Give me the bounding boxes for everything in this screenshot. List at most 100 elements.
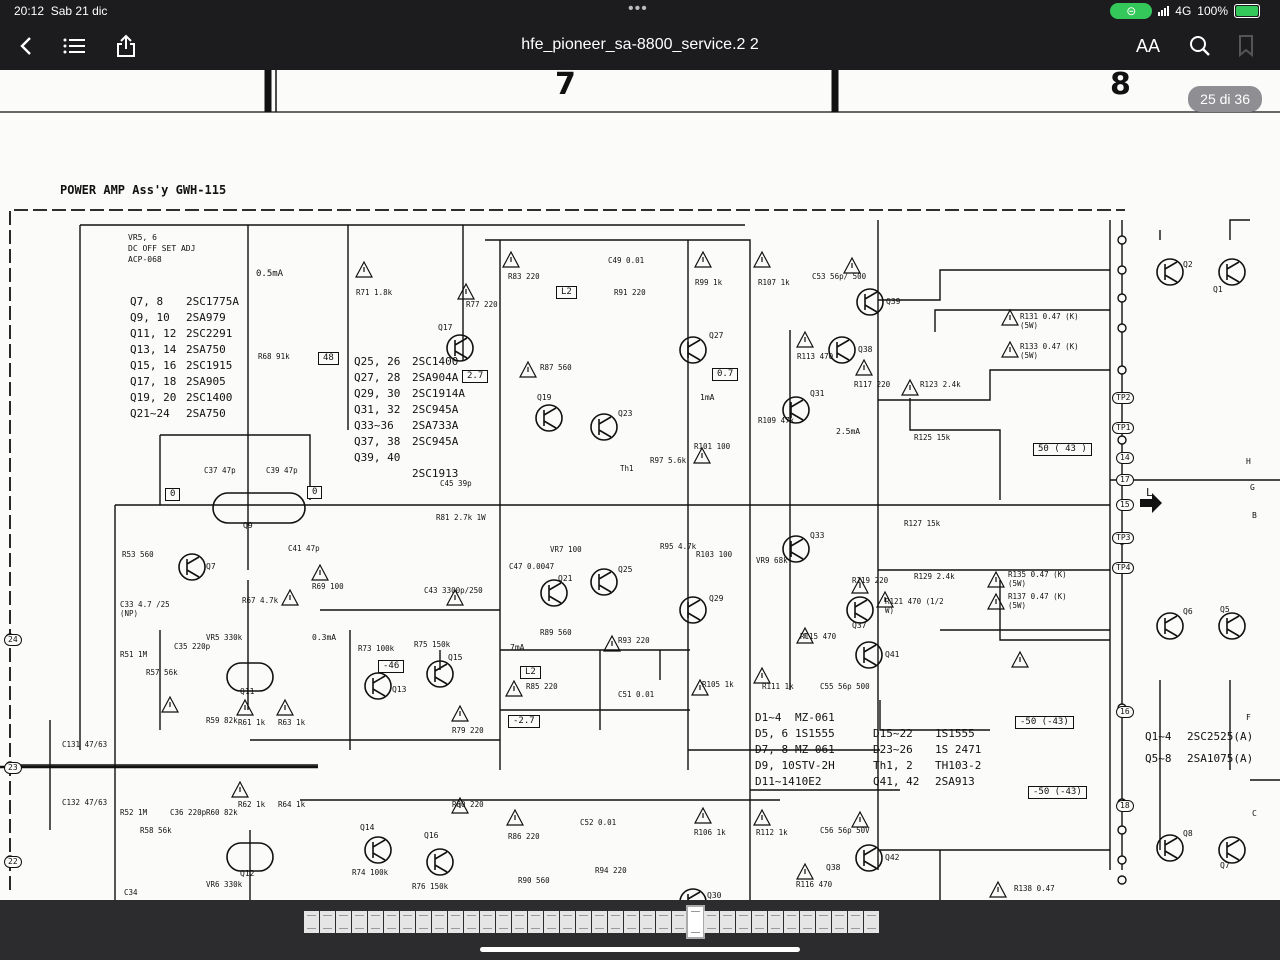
transistor-symbol <box>364 672 392 700</box>
connector-node <box>1117 265 1127 275</box>
bookmark-icon[interactable] <box>1230 30 1262 62</box>
resistor-label: R52 1M <box>120 808 148 817</box>
warning-triangle-icon <box>1001 340 1019 358</box>
warning-triangle-icon <box>161 695 179 713</box>
transistor-symbol <box>1156 834 1184 862</box>
thumbnail[interactable] <box>480 911 495 933</box>
thumbnail[interactable] <box>768 911 783 933</box>
resistor-label: R119 220 <box>852 576 889 585</box>
thumbnail[interactable] <box>352 911 367 933</box>
resistor-label: R95 4.7k <box>660 542 697 551</box>
thumbnail[interactable] <box>704 911 719 933</box>
resistor-label: R63 1k <box>278 718 306 727</box>
list-icon[interactable] <box>58 30 90 62</box>
thumbnail[interactable] <box>752 911 767 933</box>
back-icon[interactable] <box>10 30 42 62</box>
warning-triangle-icon <box>753 250 771 268</box>
thumbnail[interactable] <box>592 911 607 933</box>
thumbnail[interactable] <box>400 911 415 933</box>
transistor-label: Q14 <box>360 823 375 832</box>
thumbnail[interactable] <box>816 911 831 933</box>
thumbnail[interactable] <box>720 911 735 933</box>
thumbnail-current[interactable] <box>686 905 705 939</box>
home-indicator[interactable] <box>480 947 800 952</box>
warning-triangle-icon <box>796 862 814 880</box>
thumbnail[interactable] <box>336 911 351 933</box>
thumbnail[interactable] <box>864 911 879 933</box>
transistor-symbol <box>426 848 454 876</box>
thumbnail[interactable] <box>416 911 431 933</box>
terminal-label: F <box>1246 713 1251 722</box>
thumbnail[interactable] <box>368 911 383 933</box>
tlist-right-row: Q39, 40 <box>354 451 401 464</box>
thumbnail[interactable] <box>848 911 863 933</box>
boxed-voltage: L2 <box>556 286 577 299</box>
thumbnail[interactable] <box>800 911 815 933</box>
transistor-label: Q38 <box>826 863 841 872</box>
resistor-label: R137 0.47 (K) (5W) <box>1008 592 1067 610</box>
thumbnail[interactable] <box>656 911 671 933</box>
thumbnail[interactable] <box>320 911 335 933</box>
thumbnail[interactable] <box>464 911 479 933</box>
transistor-label: Q19 <box>537 393 552 402</box>
warning-triangle-icon <box>987 592 1005 610</box>
transistor-label: Q41 <box>885 650 900 659</box>
thumbnail[interactable] <box>528 911 543 933</box>
resistor-label: R69 100 <box>312 582 344 591</box>
thumbnail[interactable] <box>736 911 751 933</box>
page-indicator: 25 di 36 <box>1188 86 1262 112</box>
multitasking-dots-icon[interactable]: ••• <box>628 0 648 17</box>
thumbnail[interactable] <box>640 911 655 933</box>
thumbnail[interactable] <box>832 911 847 933</box>
thumbnail[interactable] <box>496 911 511 933</box>
connector-label: 18 <box>1116 800 1134 812</box>
connector-node <box>1117 855 1127 865</box>
thumbnail[interactable] <box>576 911 591 933</box>
thumbnail[interactable] <box>784 911 799 933</box>
thumbnail[interactable] <box>608 911 623 933</box>
thumbnail[interactable] <box>560 911 575 933</box>
transistor-symbol <box>679 888 707 900</box>
capacitor-label: C39 47p <box>266 466 298 475</box>
transistor-symbol <box>1218 258 1246 286</box>
resistor-label: R125 15k <box>914 433 951 442</box>
search-icon[interactable] <box>1184 30 1216 62</box>
transistor-symbol <box>855 641 883 669</box>
share-icon[interactable] <box>110 30 142 62</box>
transistor-leads <box>790 538 804 560</box>
warning-triangle-icon <box>603 634 621 652</box>
capacitor-label: C43 3300p/250 <box>424 586 483 595</box>
thumbnail[interactable] <box>624 911 639 933</box>
resistor-label: R73 100k <box>358 644 395 653</box>
thumbnail[interactable] <box>384 911 399 933</box>
thumbnail[interactable] <box>432 911 447 933</box>
thumbnail[interactable] <box>448 911 463 933</box>
warning-triangle-icon <box>1011 650 1029 668</box>
boxed-voltage: 48 <box>318 352 339 365</box>
resistor-label: R51 1M <box>120 650 148 659</box>
resistor-label: R62 1k <box>238 800 266 809</box>
thumbnail[interactable] <box>544 911 559 933</box>
warning-triangle-icon <box>1001 308 1019 326</box>
transistor-label: Q1 <box>1213 285 1223 294</box>
transistor-symbol <box>540 579 568 607</box>
thumbnail[interactable] <box>672 911 687 933</box>
transistor-symbol <box>856 288 884 316</box>
transistor-symbol <box>828 336 856 364</box>
network-label: 4G <box>1175 4 1192 18</box>
transistor-leads <box>1226 615 1240 637</box>
capacitor-label: C45 39p <box>440 479 472 488</box>
page-thumbnails[interactable] <box>304 905 976 939</box>
thumbnail[interactable] <box>512 911 527 933</box>
thumbnail[interactable] <box>304 911 319 933</box>
text-size-icon[interactable]: AA <box>1135 35 1160 56</box>
resistor-label: R131 0.47 (K) (5W) <box>1020 312 1079 330</box>
transistor-symbol <box>535 404 563 432</box>
transistor-leads <box>687 339 701 361</box>
